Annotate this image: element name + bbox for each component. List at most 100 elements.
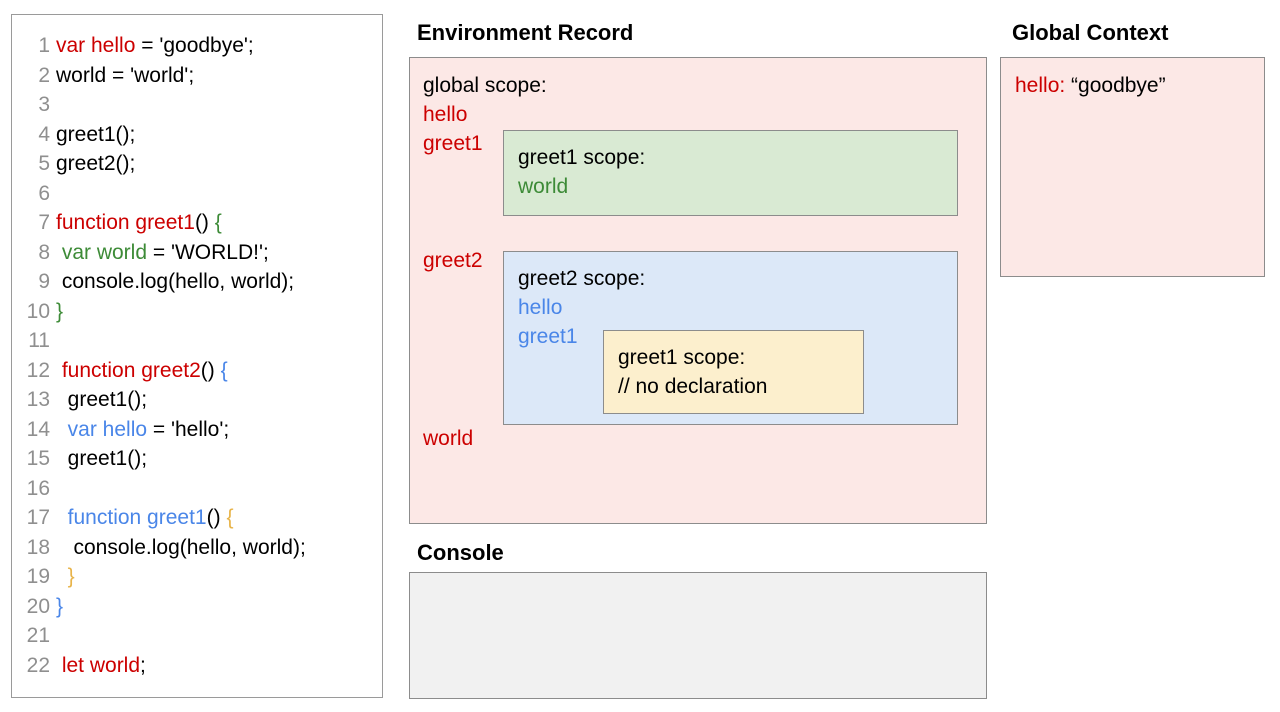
code-token: { [226, 506, 234, 529]
global-binding-hello: hello [423, 103, 468, 126]
code-token: } [56, 299, 64, 323]
code-token: console.log(hello, world); [56, 270, 295, 293]
code-line[interactable]: 20} [12, 592, 382, 622]
code-line-number: 19 [26, 565, 50, 588]
code-line-number: 5 [38, 152, 50, 175]
code-line-text: function greet1() { [56, 503, 234, 533]
code-line-text: greet2(); [56, 149, 135, 179]
code-line[interactable]: 9 console.log(hello, world); [12, 267, 382, 297]
code-line-number: 22 [26, 653, 50, 677]
greet1-scope-title: greet1 scope: [518, 146, 646, 169]
code-line-number: 15 [26, 447, 50, 470]
global-context-entry-value: “goodbye” [1071, 74, 1166, 97]
code-token: () [200, 358, 221, 382]
code-line-text: var hello = 'hello'; [56, 415, 230, 445]
code-line-number: 13 [26, 388, 50, 411]
code-token: ; [140, 653, 146, 677]
code-token: } [56, 594, 64, 618]
code-line[interactable]: 14 var hello = 'hello'; [12, 415, 382, 445]
greet2-scope-title: greet2 scope: [518, 267, 646, 290]
code-line[interactable]: 10} [12, 297, 382, 327]
greet1-scope-box: greet1 scope: world [503, 130, 958, 216]
code-line[interactable]: 15 greet1(); [12, 444, 382, 474]
code-line[interactable]: 7 function greet1() { [12, 208, 382, 238]
code-token: () [206, 506, 227, 529]
code-token: { [220, 358, 228, 382]
code-line-number: 6 [38, 181, 50, 205]
code-token: function greet2 [56, 358, 201, 382]
code-line-text: greet1(); [56, 444, 147, 474]
greet1-inner-scope-box: greet1 scope: // no declaration [603, 330, 864, 414]
code-line[interactable]: 6 [12, 179, 382, 209]
code-line-number: 7 [38, 211, 50, 234]
code-line-text: function greet1() { [56, 208, 222, 238]
code-line[interactable]: 11 [12, 326, 382, 356]
code-line-number: 1 [38, 34, 50, 57]
code-line-number: 18 [26, 535, 50, 559]
greet2-binding-hello: hello [518, 296, 563, 319]
code-token: greet1(); [56, 388, 148, 411]
global-context-heading: Global Context [1012, 20, 1169, 45]
code-token: let world [56, 653, 141, 677]
global-scope-title: global scope: [423, 74, 547, 97]
code-line[interactable]: 18 console.log(hello, world); [12, 533, 382, 563]
code-token: greet1(); [56, 122, 136, 146]
code-token: function greet1 [56, 506, 207, 529]
code-line[interactable]: 22 let world; [12, 651, 382, 681]
greet2-scope-box: greet2 scope: hello greet1 greet1 scope:… [503, 251, 958, 425]
code-line-number: 11 [28, 329, 50, 352]
code-line-text: greet1(); [56, 120, 135, 150]
code-line-number: 3 [38, 93, 50, 116]
code-token: var hello [56, 417, 148, 441]
code-line-number: 10 [26, 299, 50, 323]
code-line-number: 14 [26, 417, 50, 441]
console-output-box[interactable] [409, 572, 987, 699]
code-line[interactable]: 5 greet2(); [12, 149, 382, 179]
code-line-text: world = 'world'; [56, 61, 194, 91]
code-line-text: console.log(hello, world); [56, 533, 306, 563]
global-context-entry-key: hello: [1015, 74, 1066, 97]
code-line-text: } [56, 592, 63, 622]
code-line-number: 12 [26, 358, 50, 382]
code-line-text: } [56, 562, 75, 592]
code-line[interactable]: 3 [12, 90, 382, 120]
greet1-inner-scope-note: // no declaration [618, 375, 768, 398]
global-binding-greet1: greet1 [423, 132, 483, 155]
code-line[interactable]: 17 function greet1() { [12, 503, 382, 533]
code-token: = 'hello'; [147, 417, 230, 441]
code-token: world = 'world'; [56, 63, 195, 87]
code-line-number: 17 [26, 506, 50, 529]
code-line-number: 21 [26, 624, 50, 647]
code-line-number: 20 [26, 594, 50, 618]
code-line-text: let world; [56, 651, 146, 681]
code-line-number: 4 [38, 122, 50, 146]
code-line-number: 9 [38, 270, 50, 293]
code-line-text: var hello = 'goodbye'; [56, 31, 254, 61]
code-token: } [56, 565, 75, 588]
greet1-inner-scope-title: greet1 scope: [618, 346, 746, 369]
code-token: greet1(); [56, 447, 148, 470]
code-line-text: greet1(); [56, 385, 147, 415]
code-line[interactable]: 1 var hello = 'goodbye'; [12, 31, 382, 61]
global-binding-world: world [423, 427, 474, 450]
code-line[interactable]: 8 var world = 'WORLD!'; [12, 238, 382, 268]
environment-record-box: global scope: hello greet1 greet2 world … [409, 57, 987, 524]
code-token: var world [56, 240, 148, 264]
code-line[interactable]: 12 function greet2() { [12, 356, 382, 386]
code-line[interactable]: 16 [12, 474, 382, 504]
global-context-entry: hello: “goodbye” [1015, 74, 1166, 98]
code-line[interactable]: 21 [12, 621, 382, 651]
code-line[interactable]: 13 greet1(); [12, 385, 382, 415]
code-token: () [194, 211, 215, 234]
code-line-text: var world = 'WORLD!'; [56, 238, 269, 268]
code-token: console.log(hello, world); [56, 535, 306, 559]
code-line-number: 16 [26, 476, 50, 500]
code-token: = 'WORLD!'; [147, 240, 269, 264]
code-line[interactable]: 19 } [12, 562, 382, 592]
code-token: { [214, 211, 222, 234]
code-token: var hello [56, 34, 136, 57]
